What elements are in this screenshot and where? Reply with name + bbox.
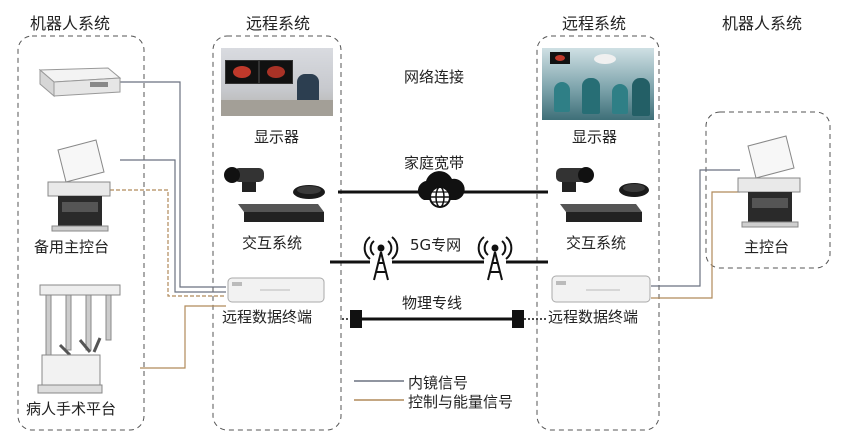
endoscope-signal-lines [118,81,740,293]
interaction-right-label: 交互系统 [566,234,627,252]
codec-device [238,204,324,222]
main-console-device [737,135,801,228]
speakerphone-device [619,183,649,197]
speakerphone-device [293,185,325,199]
display-right-label: 显示器 [572,128,618,146]
interaction-left-label: 交互系统 [242,234,303,252]
display-left-label: 显示器 [254,128,300,146]
cell-tower-icon [363,236,399,281]
endoscope-host-device [38,67,122,98]
remote-terminal-device [551,275,651,303]
terminal-left-label: 远程数据终端 [222,308,313,326]
remote-system-right-box [536,35,660,431]
backup-console-device [47,139,111,232]
display-photo-left [221,48,333,116]
legend-control-label: 控制与能量信号 [408,393,514,411]
robot-system-right-box [705,111,831,269]
remote-system-left-box [212,35,342,431]
robot-system-right-title: 机器人系统 [722,14,803,33]
broadband-label: 家庭宽带 [404,154,465,172]
cloud-globe-icon [417,171,465,208]
remote-system-right-title: 远程系统 [562,14,627,33]
desk [221,100,333,116]
camera-device [224,167,264,192]
cell-tower-icon [477,236,513,281]
monitor-screen [550,52,570,64]
terminal-right-label: 远程数据终端 [548,308,639,326]
codec-device [560,204,642,222]
fiveg-label: 5G专网 [410,236,462,254]
display-photo-right [542,48,654,120]
patient-platform-device [37,284,121,394]
surgical-lamp [594,54,616,64]
main-console-label: 主控台 [744,238,790,256]
remote-terminal-device [227,277,325,303]
robot-system-left-title: 机器人系统 [30,14,111,33]
legend-endoscope-label: 内镜信号 [408,374,469,392]
surgeon-figure [612,84,628,114]
monitor-screen [259,60,293,84]
dedicated-line-label: 物理专线 [402,294,463,312]
dedicated-line-link [342,310,546,328]
network-title: 网络连接 [404,68,465,86]
backup-console-label: 备用主控台 [34,238,110,256]
surgeon-figure [554,82,570,112]
operator-figure [297,74,319,108]
camera-device [556,167,594,192]
monitor-screen [225,60,259,84]
control-signal-lines [110,189,740,369]
robot-system-left-box [17,35,145,431]
surgeon-figure [582,78,600,114]
remote-system-left-title: 远程系统 [246,14,311,33]
patient-platform-label: 病人手术平台 [26,400,117,418]
surgeon-figure [632,78,650,116]
